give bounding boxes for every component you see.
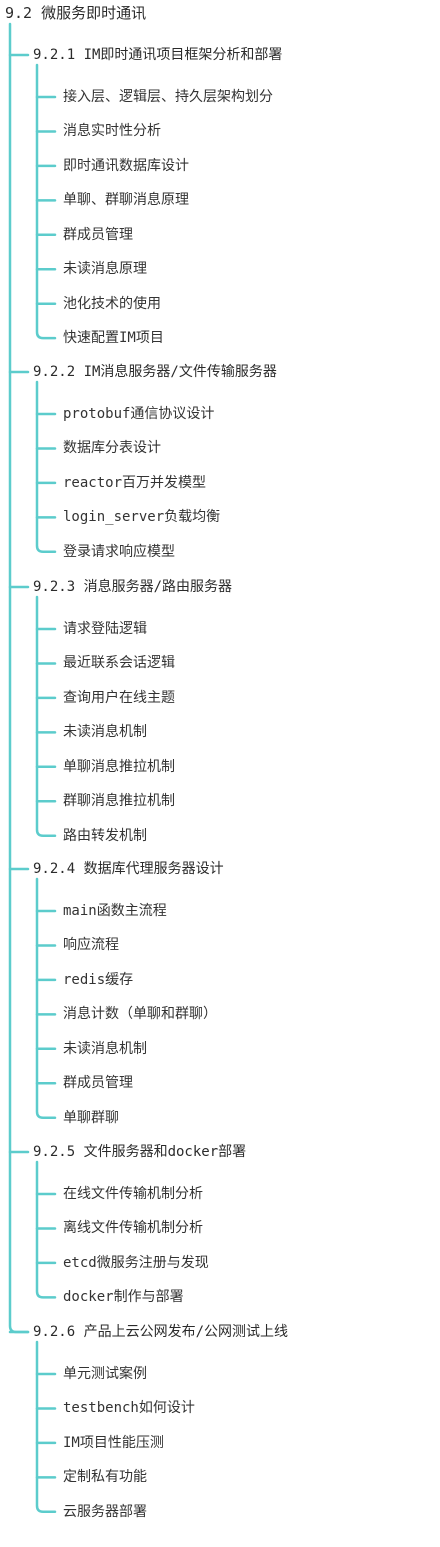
topic-item[interactable]: 消息计数（单聊和群聊） xyxy=(63,1006,217,1023)
section-title-2[interactable]: 9.2.2 IM消息服务器/文件传输服务器 xyxy=(33,364,277,380)
section-title-4[interactable]: 9.2.4 数据库代理服务器设计 xyxy=(33,861,224,877)
topic-item[interactable]: 单元测试案例 xyxy=(63,1366,147,1382)
section-branch-3 xyxy=(35,595,57,837)
topic-item[interactable]: 接入层、逻辑层、持久层架构划分 xyxy=(63,89,273,105)
topic-item[interactable]: 消息实时性分析 xyxy=(63,123,161,140)
topic-item[interactable]: 响应流程 xyxy=(63,937,119,954)
topic-item[interactable]: 最近联系会话逻辑 xyxy=(63,655,175,672)
topic-item[interactable]: testbench如何设计 xyxy=(63,1400,195,1417)
topic-item[interactable]: IM项目性能压测 xyxy=(63,1434,164,1451)
topic-item[interactable]: 登录请求响应模型 xyxy=(63,543,175,560)
topic-item[interactable]: 未读消息原理 xyxy=(63,261,147,278)
section-title-3[interactable]: 9.2.3 消息服务器/路由服务器 xyxy=(33,579,233,595)
topic-item[interactable]: 群成员管理 xyxy=(63,1075,133,1092)
section-title-5[interactable]: 9.2.5 文件服务器和docker部署 xyxy=(33,1144,247,1160)
section-title-6[interactable]: 9.2.6 产品上云公网发布/公网测试上线 xyxy=(33,1324,289,1340)
section-branch-5 xyxy=(35,1160,57,1299)
topic-item[interactable]: 池化技术的使用 xyxy=(63,295,161,312)
section-branch-4 xyxy=(35,877,57,1119)
section-branch-1 xyxy=(35,63,57,340)
topic-item[interactable]: etcd微服务注册与发现 xyxy=(63,1254,209,1271)
topic-item[interactable]: 数据库分表设计 xyxy=(63,440,161,457)
topic-item[interactable]: main函数主流程 xyxy=(63,903,167,919)
topic-item[interactable]: 离线文件传输机制分析 xyxy=(63,1220,203,1237)
topic-item[interactable]: protobuf通信协议设计 xyxy=(63,406,215,422)
topic-item[interactable]: 单聊消息推拉机制 xyxy=(63,758,175,775)
section-branch-6 xyxy=(35,1340,57,1514)
topic-item[interactable]: 请求登陆逻辑 xyxy=(63,621,147,637)
topic-item[interactable]: reactor百万并发模型 xyxy=(63,474,207,491)
topic-item[interactable]: 即时通讯数据库设计 xyxy=(63,157,189,174)
topic-item[interactable]: 查询用户在线主题 xyxy=(63,689,175,706)
root-trunk xyxy=(8,22,30,1334)
topic-item[interactable]: 路由转发机制 xyxy=(63,827,147,844)
topic-item[interactable]: redis缓存 xyxy=(63,971,134,988)
topic-item[interactable]: 群成员管理 xyxy=(63,226,133,243)
topic-item[interactable]: 群聊消息推拉机制 xyxy=(63,793,175,810)
topic-item[interactable]: docker制作与部署 xyxy=(63,1289,184,1306)
topic-item[interactable]: 快速配置IM项目 xyxy=(63,330,164,347)
topic-item[interactable]: 定制私有功能 xyxy=(63,1469,147,1486)
topic-item[interactable]: 单聊、群聊消息原理 xyxy=(63,192,189,209)
topic-item[interactable]: 单聊群聊 xyxy=(63,1109,119,1126)
topic-item[interactable]: 未读消息机制 xyxy=(63,724,147,741)
topic-item[interactable]: 云服务器部署 xyxy=(63,1503,147,1520)
topic-item[interactable]: 未读消息机制 xyxy=(63,1040,147,1057)
root-node[interactable]: 9.2 微服务即时通讯 xyxy=(5,4,147,22)
topic-item[interactable]: 在线文件传输机制分析 xyxy=(63,1186,203,1202)
topic-item[interactable]: login_server负载均衡 xyxy=(63,509,221,526)
section-title-1[interactable]: 9.2.1 IM即时通讯项目框架分析和部署 xyxy=(33,47,283,63)
section-branch-2 xyxy=(35,380,57,554)
